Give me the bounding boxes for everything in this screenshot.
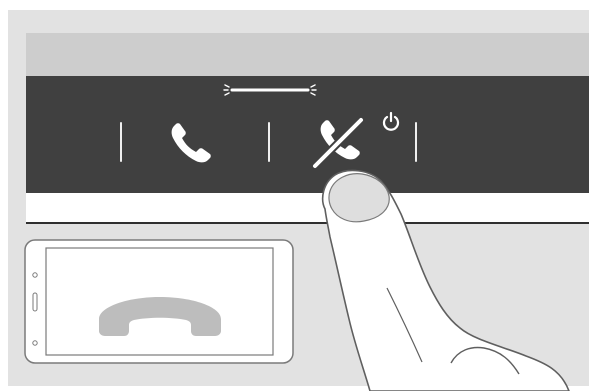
phone-icon[interactable] [164, 118, 216, 170]
separator-left [120, 122, 122, 162]
hand-icon [306, 160, 589, 391]
separator-middle [268, 122, 270, 162]
power-icon [380, 111, 402, 133]
phone-hangup-icon [47, 249, 273, 355]
device-state-label: pressed [0, 0, 1, 1]
device-top-surface [26, 33, 589, 76]
light-bar-icon [220, 82, 320, 98]
separator-right [415, 122, 417, 162]
